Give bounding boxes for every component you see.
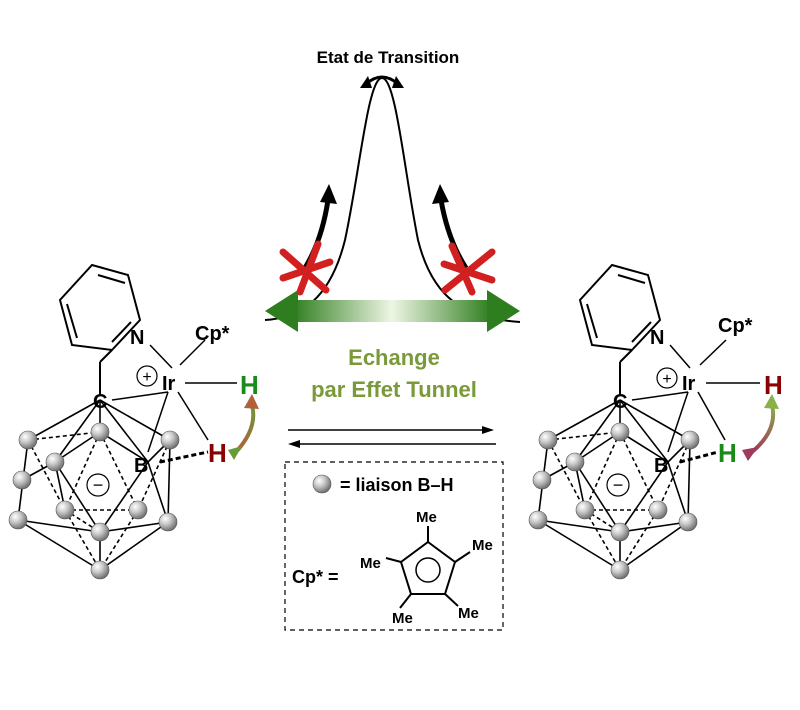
left-ir-label: Ir [162,373,176,395]
left-cross-icon [279,240,334,296]
right-n-label: N [650,327,664,349]
right-molecule: N Cp* + Ir H H [528,263,783,580]
right-bh-spheres [528,422,700,580]
exchange-label-line1: Echange [348,345,440,370]
right-minus-sign: − [613,475,624,495]
bh-sphere-icon [312,474,332,494]
left-pyridine-ring [58,263,142,395]
legend-cp-label: Cp* = [292,567,339,587]
right-minus-charge-icon [606,473,630,497]
left-minus-sign: − [93,475,104,495]
left-h-red: H [208,438,227,468]
me-label-bottom-right: Me [458,605,479,622]
legend-bh-label: = liaison B–H [340,475,454,495]
left-b-label: B [134,455,148,477]
cp-star-structure [385,526,471,609]
right-ir-label: Ir [682,373,696,395]
exchange-label-line2: par Effet Tunnel [311,377,477,402]
right-climb-arrow-icon [432,184,469,270]
right-plus-charge-icon [656,367,678,389]
left-ir-bonds [111,339,237,453]
right-cp-label: Cp* [718,315,753,337]
left-n-label: N [130,327,144,349]
left-plus-sign: + [142,369,151,386]
me-label-bottom-left: Me [392,610,413,627]
left-c-label: C [93,391,107,413]
left-b-h-agostic-bond [159,450,209,464]
me-label-top: Me [416,509,437,526]
right-ir-bonds [631,339,760,453]
legend-box: = liaison B–H Cp* = Me Me Me Me Me [284,461,504,631]
right-b-label: B [654,455,668,477]
right-h-red: H [764,370,783,400]
left-plus-charge-icon [136,365,158,387]
left-cp-label: Cp* [195,323,230,345]
transition-state-title: Etat de Transition [317,48,460,67]
me-label-right: Me [472,537,493,554]
left-h-green: H [240,370,259,400]
left-h-exchange-arrow [228,394,259,460]
equilibrium-arrows [288,426,496,448]
right-cross-icon [440,242,496,296]
right-plus-sign: + [662,371,671,388]
left-molecule: N Cp* + Ir H H [8,263,259,580]
tunnel-double-arrow [265,290,520,332]
right-c-label: C [613,391,627,413]
right-pyridine-ring [578,263,662,395]
top-double-arrow-icon [360,75,404,88]
me-label-left: Me [360,555,381,572]
left-climb-arrow-icon [302,184,337,270]
right-h-exchange-arrow [742,394,779,461]
right-b-h-agostic-bond [679,450,719,464]
left-minus-charge-icon [86,473,110,497]
left-bh-spheres [8,422,180,580]
right-h-green: H [718,438,737,468]
